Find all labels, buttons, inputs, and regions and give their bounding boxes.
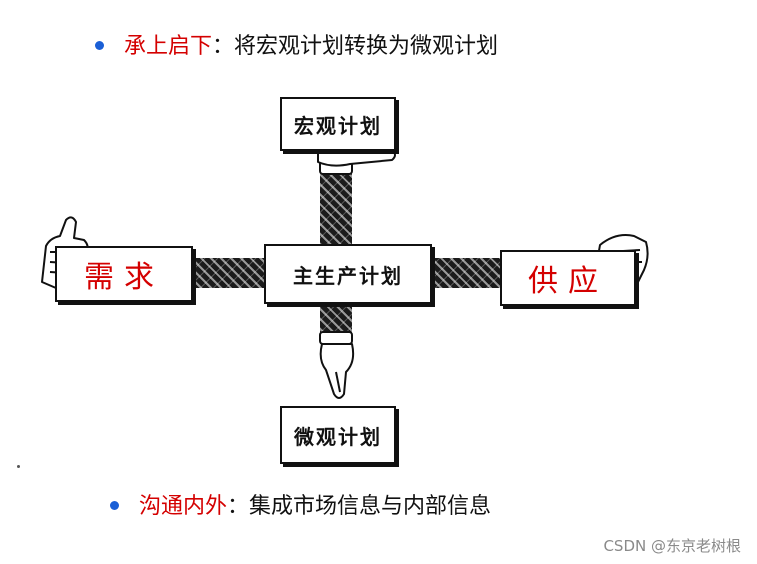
bullet-icon <box>110 501 119 510</box>
pointing-hand-bottom-icon <box>320 332 353 398</box>
master-production-schedule-box: 主生产计划 <box>264 244 432 304</box>
micro-plan-box: 微观计划 <box>280 406 396 464</box>
micro-plan-label: 微观计划 <box>294 421 382 450</box>
bottom-bullet-line: 沟通内外：集成市场信息与内部信息 <box>110 493 491 521</box>
supply-label: 供应 <box>528 256 608 300</box>
bottom-keyword: 沟通内外 <box>139 494 227 519</box>
macro-plan-box: 宏观计划 <box>280 97 396 151</box>
macro-plan-label: 宏观计划 <box>294 110 382 139</box>
bottom-text: ：集成市场信息与内部信息 <box>227 494 491 519</box>
stray-dot <box>17 465 20 468</box>
demand-label: 需求 <box>84 252 164 296</box>
master-production-schedule-label: 主生产计划 <box>293 260 403 289</box>
watermark: CSDN @东京老树根 <box>603 535 741 556</box>
supply-box: 供应 <box>500 250 636 306</box>
demand-box: 需求 <box>55 246 193 302</box>
